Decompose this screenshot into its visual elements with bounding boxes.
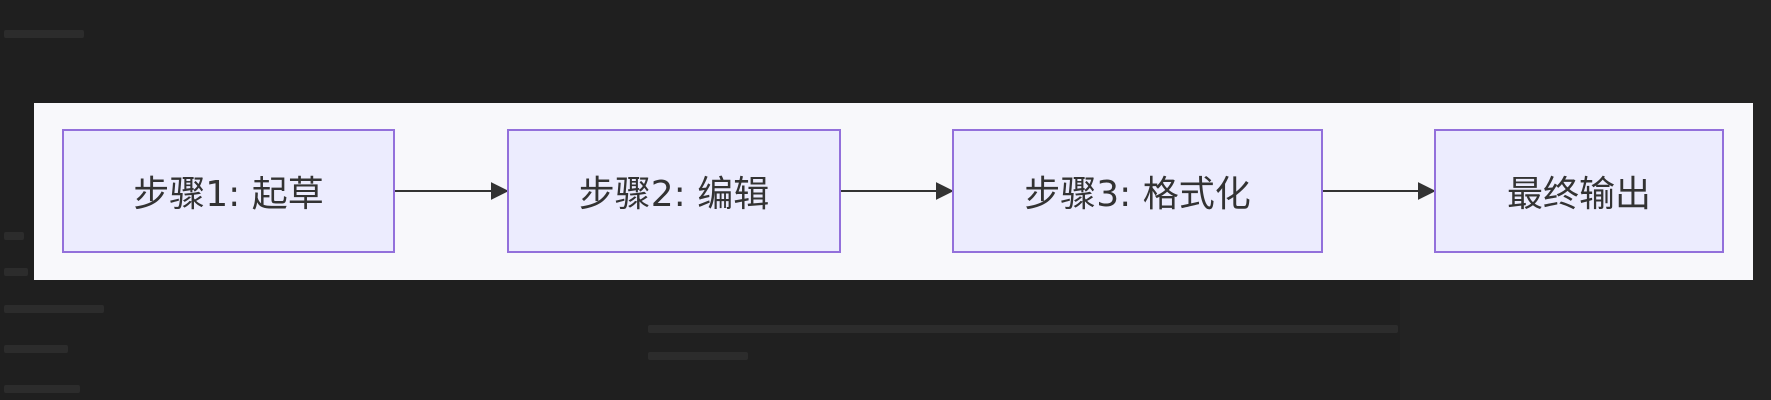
- node-final-output: 最终输出: [1434, 129, 1724, 253]
- flowchart-diagram: 步骤1: 起草 步骤2: 编辑 步骤3: 格式化 最终输出: [34, 103, 1753, 280]
- background-text-line: [648, 325, 1398, 333]
- background-text-line: [4, 268, 28, 276]
- background-text-line: [648, 352, 748, 360]
- node-final-output-label: 最终输出: [1506, 174, 1651, 215]
- node-step2-label: 步骤2: 编辑: [578, 174, 770, 215]
- background-text-line: [4, 232, 24, 240]
- background-text-line: [4, 345, 68, 353]
- node-step1-label: 步骤1: 起草: [133, 174, 324, 215]
- node-step3-label: 步骤3: 格式化: [1024, 174, 1251, 215]
- background-text-line: [4, 305, 104, 313]
- node-step1: 步骤1: 起草: [62, 129, 395, 253]
- background-text-line: [4, 30, 84, 38]
- background-text-line: [4, 385, 80, 393]
- node-step2: 步骤2: 编辑: [507, 129, 841, 253]
- node-step3: 步骤3: 格式化: [952, 129, 1323, 253]
